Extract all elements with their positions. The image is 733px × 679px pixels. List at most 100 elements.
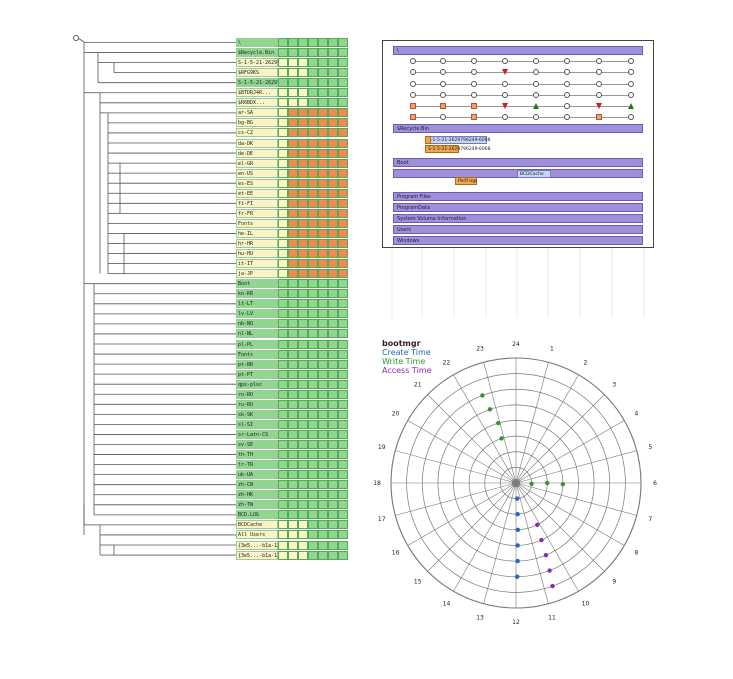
tree-row[interactable]: zh-CN	[236, 480, 348, 490]
tree-row[interactable]: $BTDRJ4R...	[236, 88, 348, 98]
tree-row[interactable]: de-DE	[236, 148, 348, 158]
timeline-bar[interactable]: Windows	[393, 236, 643, 246]
tree-row[interactable]: es-ES	[236, 178, 348, 188]
tree-row[interactable]: nb-NO	[236, 319, 348, 329]
timeline-triangle-marker[interactable]	[596, 103, 602, 109]
timeline-circle-marker[interactable]	[628, 91, 634, 98]
tree-row[interactable]: S-1-5-21-2629796 ... 1001	[236, 58, 348, 68]
tree-row[interactable]: sv-SE	[236, 440, 348, 449]
tree-row[interactable]: Fonts	[236, 349, 348, 359]
tree-row[interactable]: sk-SK	[236, 409, 348, 419]
tree-row[interactable]: lt-LT	[236, 299, 348, 309]
timeline-circle-marker[interactable]	[440, 114, 446, 121]
timeline-circle-marker[interactable]	[628, 58, 634, 65]
timeline-circle-marker[interactable]	[533, 80, 539, 87]
timeline-triangle-marker[interactable]	[502, 69, 508, 76]
timeline-circle-marker[interactable]	[410, 58, 416, 65]
tree-row[interactable]: zh-HK	[236, 490, 348, 500]
timeline-square-marker[interactable]	[471, 114, 477, 121]
timeline-bar[interactable]: $Recycle.Bin	[393, 124, 643, 134]
timeline-triangle-marker[interactable]	[502, 103, 508, 109]
timeline-circle-marker[interactable]	[596, 69, 602, 76]
timeline-circle-marker[interactable]	[564, 69, 570, 76]
timeline-circle-marker[interactable]	[628, 69, 634, 76]
tree-row[interactable]: BCD.LOG	[236, 510, 348, 520]
timeline-square-marker[interactable]	[410, 103, 416, 109]
timeline-circle-marker[interactable]	[533, 58, 539, 65]
timeline-circle-marker[interactable]	[410, 91, 416, 98]
tree-row[interactable]: $R6BDX...	[236, 98, 348, 108]
tree-row[interactable]: Fonts	[236, 218, 348, 228]
tree-row[interactable]: \	[236, 38, 348, 47]
timeline-square-marker[interactable]	[440, 103, 446, 109]
timeline-circle-marker[interactable]	[628, 114, 634, 121]
timeline-chip[interactable]: Perfl ogs	[455, 177, 477, 186]
tree-row[interactable]: tr-TR	[236, 460, 348, 470]
tree-row[interactable]: ru-RU	[236, 399, 348, 409]
tree-row[interactable]: el-GR	[236, 158, 348, 168]
tree-row[interactable]: he-IL	[236, 228, 348, 238]
timeline-circle-marker[interactable]	[533, 91, 539, 98]
tree-row[interactable]: bg-BG	[236, 118, 348, 128]
timeline-circle-marker[interactable]	[533, 114, 539, 121]
tree-row[interactable]: zh-TW	[236, 500, 348, 510]
tree-row[interactable]: th-TH	[236, 450, 348, 460]
tree-row[interactable]: cs-CZ	[236, 128, 348, 138]
tree-row[interactable]: ko-KR	[236, 289, 348, 299]
timeline-circle-marker[interactable]	[596, 80, 602, 87]
tree-row[interactable]: sr-Latn-CS	[236, 429, 348, 439]
tree-row[interactable]: {3e5...-b1a-11e8-...}	[236, 550, 348, 560]
timeline-circle-marker[interactable]	[628, 80, 634, 87]
timeline-square-marker[interactable]	[410, 114, 416, 121]
timeline-circle-marker[interactable]	[502, 91, 508, 98]
timeline-circle-marker[interactable]	[440, 69, 446, 76]
tree-row[interactable]: da-DK	[236, 138, 348, 148]
timeline-circle-marker[interactable]	[596, 58, 602, 65]
tree-row[interactable]: lv-LV	[236, 309, 348, 319]
timeline-bar[interactable]: System Volume Information	[393, 214, 643, 223]
tree-row[interactable]: fi-FI	[236, 198, 348, 208]
tree-row[interactable]: nl-NL	[236, 329, 348, 339]
timeline-circle-marker[interactable]	[410, 80, 416, 87]
tree-row[interactable]: qps-ploc	[236, 379, 348, 389]
timeline-circle-marker[interactable]	[564, 91, 570, 98]
tree-row[interactable]: it-IT	[236, 259, 348, 269]
tree-row[interactable]: ja-JP	[236, 269, 348, 279]
tree-row[interactable]: pl-PL	[236, 339, 348, 349]
timeline-bar[interactable]: Program Files	[393, 191, 643, 201]
timeline-chip[interactable]: BCDCache	[517, 169, 551, 178]
timeline-circle-marker[interactable]	[471, 80, 477, 87]
tree-row[interactable]: ar-SA	[236, 108, 348, 118]
timeline-circle-marker[interactable]	[471, 58, 477, 65]
tree-row[interactable]: All Users	[236, 530, 348, 540]
tree-row[interactable]: uk-UA	[236, 470, 348, 480]
tree-row[interactable]: et-EE	[236, 188, 348, 198]
timeline-circle-marker[interactable]	[440, 58, 446, 65]
tree-row[interactable]: hr-HR	[236, 239, 348, 248]
timeline-square-marker[interactable]	[471, 103, 477, 109]
timeline-triangle-marker[interactable]	[533, 103, 539, 109]
timeline-bar[interactable]: Boot	[393, 158, 643, 167]
tree-row[interactable]: {3e5...-b1a-11e8-...}	[236, 540, 348, 550]
tree-row[interactable]: en-US	[236, 168, 348, 178]
tree-row[interactable]: Boot	[236, 279, 348, 289]
timeline-chip[interactable]: S-1-5-21-2629796249-6068	[425, 135, 491, 144]
timeline-bar[interactable]: \	[393, 46, 643, 55]
timeline-bar[interactable]: Users	[393, 225, 643, 235]
timeline-circle-marker[interactable]	[596, 91, 602, 98]
timeline-circle-marker[interactable]	[440, 80, 446, 87]
timeline-circle-marker[interactable]	[471, 69, 477, 76]
timeline-triangle-marker[interactable]	[628, 103, 634, 109]
timeline-circle-marker[interactable]	[471, 91, 477, 98]
timeline-circle-marker[interactable]	[502, 114, 508, 121]
tree-row[interactable]: S-1-5-21-2629796 ... 1003	[236, 78, 348, 88]
tree-row[interactable]: $RFG9KS	[236, 68, 348, 78]
tree-row[interactable]: BCDCache	[236, 520, 348, 530]
timeline-circle-marker[interactable]	[564, 58, 570, 65]
timeline-circle-marker[interactable]	[410, 69, 416, 76]
tree-row[interactable]: ro-RO	[236, 389, 348, 399]
timeline-square-marker[interactable]	[596, 114, 602, 121]
tree-row[interactable]: $Recycle.Bin	[236, 48, 348, 58]
timeline-bar[interactable]: ProgramData	[393, 202, 643, 212]
tree-row[interactable]: sl-SI	[236, 419, 348, 429]
